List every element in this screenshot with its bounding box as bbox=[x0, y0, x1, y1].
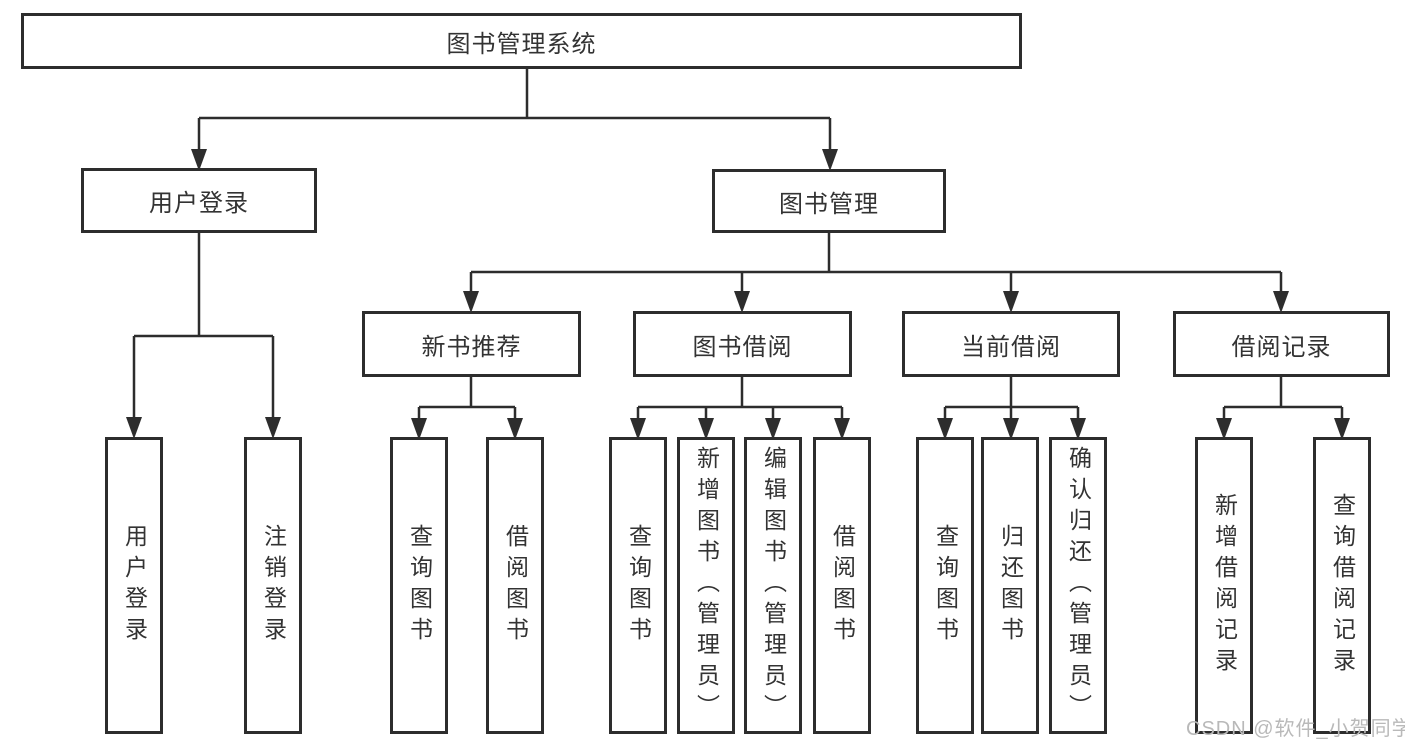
connector-book-borrowing-children bbox=[636, 377, 844, 420]
connector-current-borrowing-children bbox=[943, 377, 1080, 420]
leaf-label: 用户登录 bbox=[121, 523, 148, 648]
connector-borrowing-records-children bbox=[1222, 377, 1344, 420]
leaf-current-confirm-return-admin: 确认归还（管理员） bbox=[1049, 437, 1107, 734]
leaf-records-add-record: 新增借阅记录 bbox=[1195, 437, 1253, 734]
leaf-label: 注销登录 bbox=[260, 523, 287, 648]
arrowhead bbox=[734, 291, 750, 313]
leaf-label: 查询图书 bbox=[406, 523, 433, 648]
csdn-watermark: CSDN @软件_小贺同学 bbox=[1186, 718, 1405, 740]
leaf-user-login: 用户登录 bbox=[105, 437, 163, 734]
arrowhead bbox=[463, 291, 479, 313]
node-label: 用户登录 bbox=[149, 190, 249, 217]
node-label: 图书借阅 bbox=[692, 333, 793, 361]
node-library-system: 图书管理系统 bbox=[21, 13, 1022, 69]
leaf-logout: 注销登录 bbox=[244, 437, 302, 734]
leaf-label: 编辑图书（管理员） bbox=[760, 446, 787, 725]
node-new-book-recommend: 新书推荐 bbox=[362, 311, 581, 377]
node-book-management: 图书管理 bbox=[712, 169, 946, 233]
node-label: 图书管理 bbox=[779, 190, 879, 218]
leaf-current-query-books: 查询图书 bbox=[916, 437, 974, 734]
connector-root-to-level2 bbox=[197, 69, 832, 152]
leaf-label: 归还图书 bbox=[997, 523, 1024, 648]
leaf-borrowing-edit-books-admin: 编辑图书（管理员） bbox=[744, 437, 802, 734]
node-label: 借阅记录 bbox=[1231, 333, 1332, 361]
leaf-label: 借阅图书 bbox=[502, 523, 529, 648]
node-label: 新书推荐 bbox=[421, 333, 522, 361]
leaf-label: 借阅图书 bbox=[829, 523, 856, 648]
leaf-label: 查询图书 bbox=[625, 523, 652, 648]
leaf-recommend-borrow-books: 借阅图书 bbox=[486, 437, 544, 734]
connector-user-login-children bbox=[132, 233, 275, 420]
node-book-borrowing: 图书借阅 bbox=[633, 311, 852, 377]
arrowhead bbox=[1003, 291, 1019, 313]
leaf-label: 确认归还（管理员） bbox=[1065, 446, 1092, 725]
leaf-recommend-query-books: 查询图书 bbox=[390, 437, 448, 734]
connector-book-management-children bbox=[469, 233, 1283, 294]
arrowhead bbox=[126, 417, 142, 439]
leaf-borrowing-add-books-admin: 新增图书（管理员） bbox=[677, 437, 735, 734]
node-label: 图书管理系统 bbox=[446, 30, 597, 58]
leaf-label: 新增图书（管理员） bbox=[693, 446, 720, 725]
leaf-label: 查询借阅记录 bbox=[1329, 492, 1356, 679]
arrowhead bbox=[265, 417, 281, 439]
connector-new-book-recommend-children bbox=[417, 377, 517, 420]
leaf-current-return-books: 归还图书 bbox=[981, 437, 1039, 734]
leaf-borrowing-borrow-books: 借阅图书 bbox=[813, 437, 871, 734]
node-current-borrowing: 当前借阅 bbox=[902, 311, 1120, 377]
leaf-borrowing-query-books: 查询图书 bbox=[609, 437, 667, 734]
arrowhead bbox=[822, 149, 838, 171]
arrowhead bbox=[1273, 291, 1289, 313]
leaf-label: 查询图书 bbox=[932, 523, 959, 648]
node-user-login: 用户登录 bbox=[81, 168, 317, 233]
leaf-label: 新增借阅记录 bbox=[1211, 492, 1238, 679]
leaf-records-query-record: 查询借阅记录 bbox=[1313, 437, 1371, 734]
node-borrowing-records: 借阅记录 bbox=[1173, 311, 1390, 377]
node-label: 当前借阅 bbox=[961, 333, 1061, 361]
